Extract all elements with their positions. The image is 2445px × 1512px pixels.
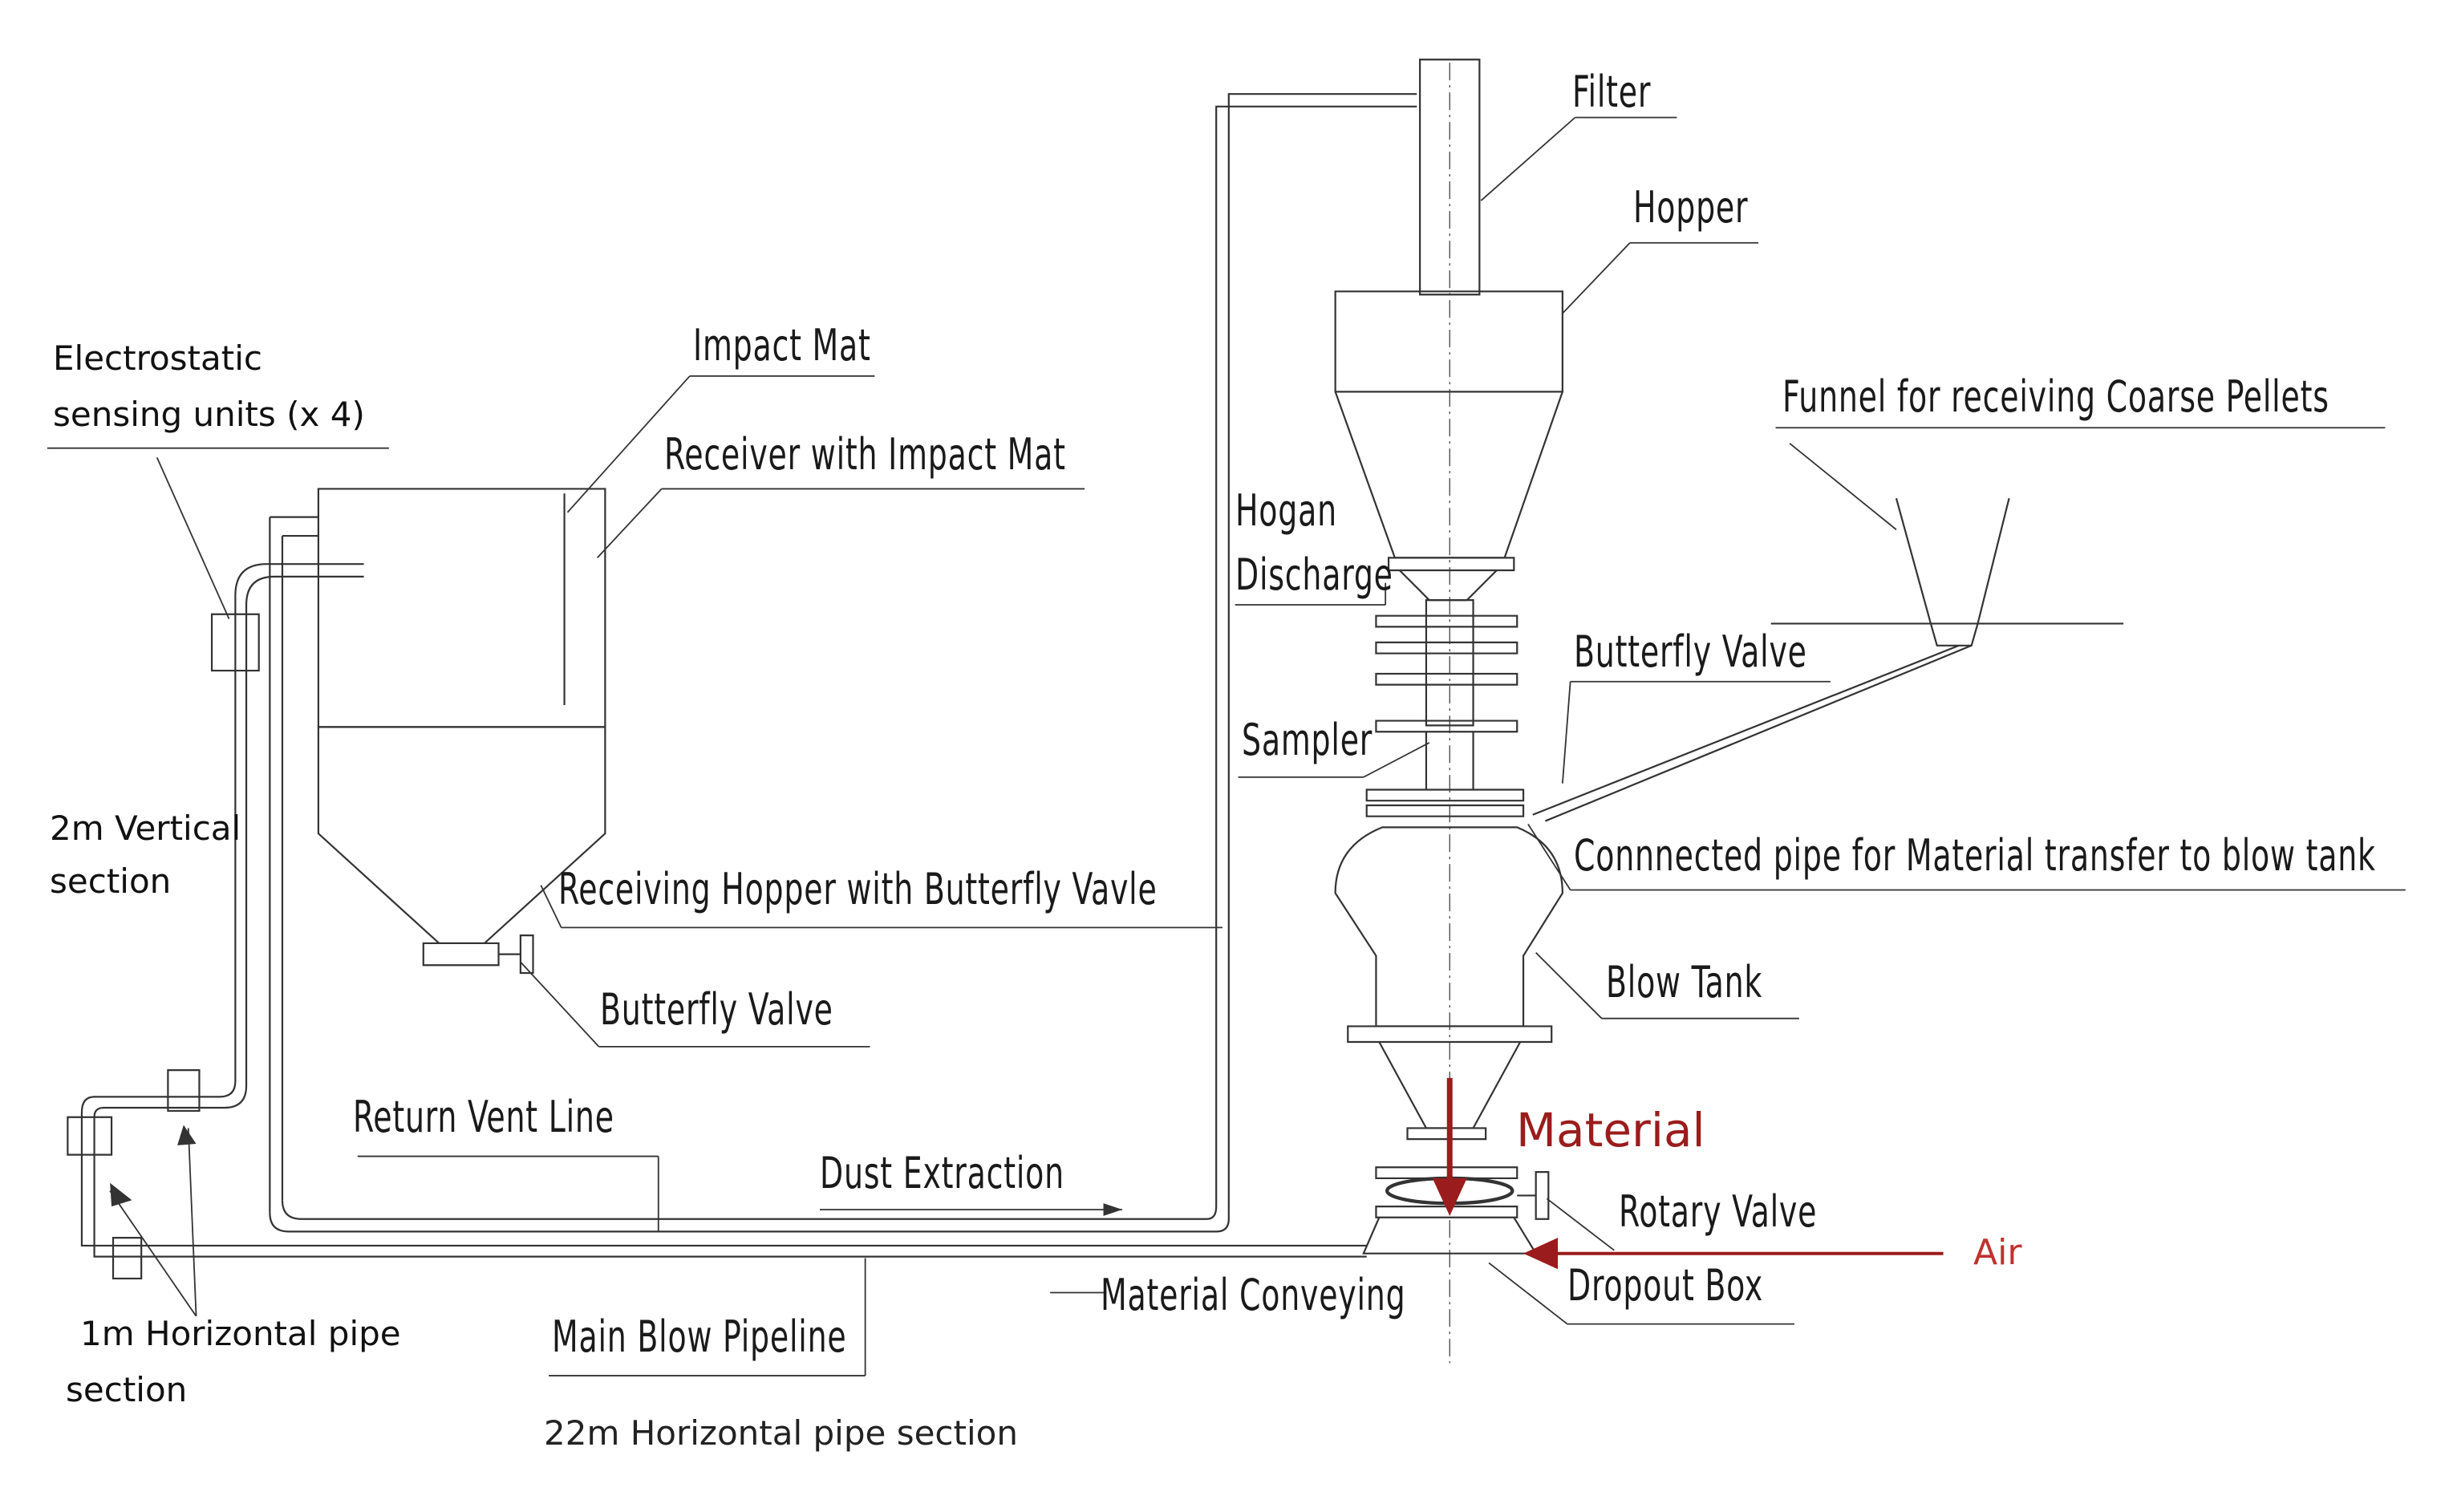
- note-horizontal-1m-line2: section: [66, 1370, 188, 1409]
- sensor-box-1: [212, 614, 259, 671]
- flow-label-air: Air: [1973, 1232, 2022, 1273]
- label-hogan: Hogan: [1235, 485, 1337, 536]
- label-rotary-valve: Rotary Valve: [1619, 1186, 1818, 1237]
- flow-arrows: [1432, 1078, 1944, 1270]
- receiver-vessel: [270, 488, 605, 1212]
- sensor-box-2: [168, 1070, 199, 1111]
- label-receiver: Receiver with Impact Mat: [664, 429, 1066, 480]
- note-horizontal-1m-line1: 1m Horizontal pipe: [80, 1314, 401, 1353]
- label-dropout-box: Dropout Box: [1567, 1260, 1764, 1311]
- label-filter: Filter: [1572, 67, 1652, 117]
- sensor-box-3: [67, 1117, 112, 1155]
- funnel-and-pipe: [1533, 498, 2123, 821]
- blow-tank: [1336, 827, 1563, 1253]
- note-sensing-line2: sensing units (x 4): [53, 395, 365, 434]
- label-receiving-hopper: Receiving Hopper with Butterfly Vavle: [558, 864, 1158, 914]
- note-sensing-line1: Electrostatic: [53, 338, 262, 378]
- label-impact-mat: Impact Mat: [693, 320, 871, 371]
- label-blow-tank: Blow Tank: [1606, 957, 1763, 1007]
- note-vertical-line2: section: [50, 861, 172, 901]
- note-horizontal-22m: 22m Horizontal pipe section: [544, 1413, 1018, 1453]
- label-material-conveying: Material Conveying: [1101, 1270, 1406, 1320]
- label-funnel: Funnel for receiving Coarse Pellets: [1782, 371, 2329, 422]
- return-vent-line: [270, 94, 1417, 1231]
- note-vertical-line1: 2m Vertical: [50, 809, 241, 848]
- label-connected-pipe: Connnected pipe for Material transfer to…: [1574, 830, 2376, 881]
- flow-label-material: Material: [1516, 1103, 1705, 1157]
- discharge-flanges: [1367, 557, 1523, 816]
- label-butterfly-valve-top: Butterfly Valve: [1574, 626, 1807, 677]
- label-discharge: Discharge: [1235, 549, 1393, 600]
- label-hopper: Hopper: [1633, 182, 1749, 233]
- label-sampler: Sampler: [1242, 715, 1373, 765]
- label-return-vent-line: Return Vent Line: [353, 1092, 614, 1142]
- vertical-pipe: [82, 564, 1367, 1256]
- label-butterfly-valve-bottom: Butterfly Valve: [600, 984, 833, 1035]
- label-dust-extraction: Dust Extraction: [820, 1148, 1064, 1198]
- label-main-blow-pipeline: Main Blow Pipeline: [552, 1311, 847, 1362]
- sensor-box-4: [113, 1238, 141, 1279]
